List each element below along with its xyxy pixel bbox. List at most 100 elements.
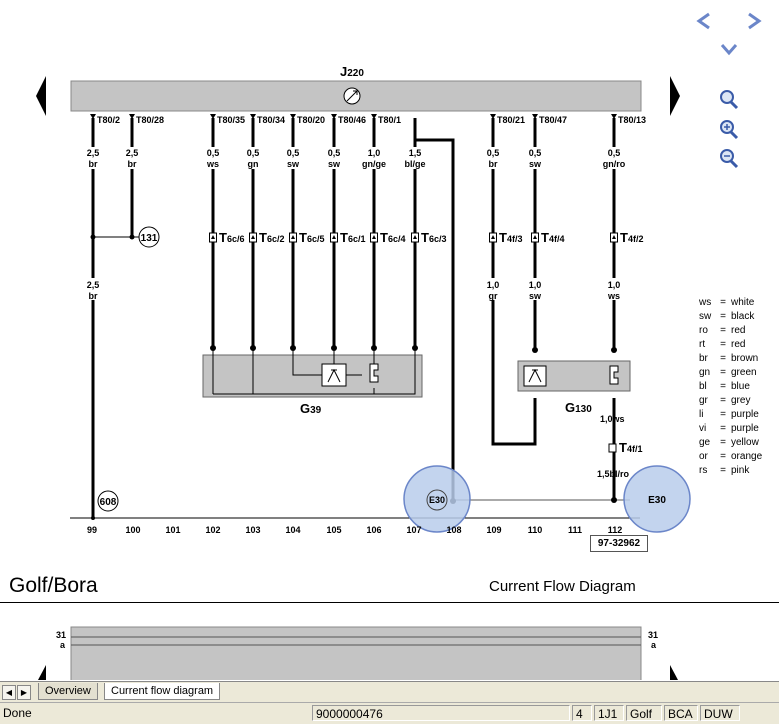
legend-eq: = [720, 423, 726, 434]
legend-eq: = [720, 437, 726, 448]
wire-spec-size: 1,0 [529, 280, 542, 290]
connector-t-label: T4f/2 [620, 230, 643, 245]
wire-spec-color: gr [489, 291, 498, 301]
connector-arrow-icon [533, 235, 537, 239]
bottom-left-31: 31 [56, 630, 66, 640]
wire-spec-color: bl/ge [404, 159, 425, 169]
legend-eq: = [720, 325, 726, 336]
chevron-right-icon[interactable] [748, 12, 762, 30]
connector-arrow-icon [211, 235, 215, 239]
zoom-in-icon[interactable] [720, 120, 739, 140]
page-left-icon-lower[interactable] [38, 665, 46, 680]
wire-spec-size: 0,5 [247, 148, 260, 158]
e30-small-label: E30 [429, 495, 445, 505]
legend-name: grey [731, 395, 751, 406]
wire-spec-bg [403, 147, 427, 169]
legend-eq: = [720, 367, 726, 378]
connector-label: T80/13 [618, 115, 646, 125]
connector-t-label: T4f/3 [499, 230, 522, 245]
control-unit-symbol-icon [343, 87, 361, 105]
connector-label: T80/20 [297, 115, 325, 125]
track-number: 103 [245, 525, 260, 535]
track-number: 111 [568, 525, 582, 535]
legend-code: li [699, 409, 704, 420]
ref-131-circle [138, 226, 160, 248]
legend-eq: = [720, 297, 726, 308]
connector-arrow-icon [251, 235, 255, 239]
legend-eq: = [720, 451, 726, 462]
g39-label: G39 [300, 401, 322, 416]
status-model: Golf [626, 705, 662, 721]
legend-name: orange [731, 451, 763, 462]
connector-t-label: T6c/2 [259, 230, 284, 245]
connector-pin-arrow [129, 114, 135, 119]
wire-spec-bg [81, 147, 105, 169]
wire-spec-color: ws [206, 159, 219, 169]
connector-pin-arrow [290, 114, 296, 119]
ref-608-circle [97, 490, 119, 512]
legend-name: purple [731, 409, 759, 420]
legend-code: or [699, 451, 708, 462]
magnifier-icon[interactable] [720, 90, 739, 110]
chevron-down-icon[interactable] [720, 44, 738, 56]
connector-arrow-icon [612, 235, 616, 239]
wire-spec-bg [602, 278, 626, 300]
wire-spec-size: 2,5 [87, 148, 100, 158]
control-unit-lower [70, 626, 642, 680]
connector-pin-arrow [250, 114, 256, 119]
legend-name: pink [731, 465, 750, 476]
page-right-icon-lower[interactable] [670, 665, 678, 680]
e30-zone-right[interactable] [623, 465, 691, 533]
track-number: 109 [486, 525, 501, 535]
wire-spec-color: br [89, 159, 98, 169]
page-right-icon[interactable] [670, 76, 680, 116]
tab-scroll-right-icon[interactable]: ▶ [17, 685, 31, 700]
connector-label: T80/34 [257, 115, 285, 125]
connector-arrow-icon [372, 235, 376, 239]
diagram-ref-box: 97-32962 [590, 535, 648, 552]
wire-spec-bg [322, 147, 346, 169]
wire-spec-bg [120, 147, 144, 169]
legend-eq: = [720, 311, 726, 322]
zoom-out-icon[interactable] [720, 149, 739, 169]
legend-code: ro [699, 325, 708, 336]
legend-code: gr [699, 395, 708, 406]
connector-label: T80/28 [136, 115, 164, 125]
legend-row: li=purple [699, 408, 762, 422]
legend-code: vi [699, 423, 707, 434]
legend-row: rt=red [699, 338, 762, 352]
connector-arrow-icon [332, 235, 336, 239]
track-number: 100 [125, 525, 140, 535]
connector-pin-arrow [90, 114, 96, 119]
wire-spec-bg [602, 147, 626, 169]
connector-pin-arrow [611, 114, 617, 119]
wire-spec-size: 1,0 [487, 280, 500, 290]
g39-sensor-symbol-icon [321, 363, 347, 387]
connector-pin-arrow [532, 114, 538, 119]
legend-name: black [731, 311, 755, 322]
tab-scroll-left-icon[interactable]: ◀ [2, 685, 16, 700]
chevron-left-icon[interactable] [696, 12, 710, 30]
connector-t-label: T6c/4 [380, 230, 405, 245]
wire-spec-color: sw [529, 291, 542, 301]
tab-current-flow-diagram[interactable]: Current flow diagram [104, 683, 221, 700]
wire-spec-size: 1,0 [608, 280, 621, 290]
legend-name: brown [731, 353, 759, 364]
legend-row: or = orange [699, 450, 762, 464]
legend-row: bl=blue [699, 380, 762, 394]
legend-code: br [699, 353, 708, 364]
page-left-icon[interactable] [36, 76, 46, 116]
legend-code: gn [699, 367, 711, 378]
wire-spec-color: sw [287, 159, 300, 169]
wire-spec-size: 1,5 [409, 148, 422, 158]
lower-wire-1-label: 1,0ws [600, 414, 625, 424]
connector-t-label: T6c/3 [421, 230, 446, 245]
wire-spec-size: 2,5 [126, 148, 139, 158]
connector-t-label: T6c/6 [219, 230, 244, 245]
connector-pin-arrow [331, 114, 337, 119]
tab-overview[interactable]: Overview [38, 683, 98, 700]
status-doc-number: 9000000476 [312, 705, 570, 721]
legend-name: red [731, 325, 746, 336]
